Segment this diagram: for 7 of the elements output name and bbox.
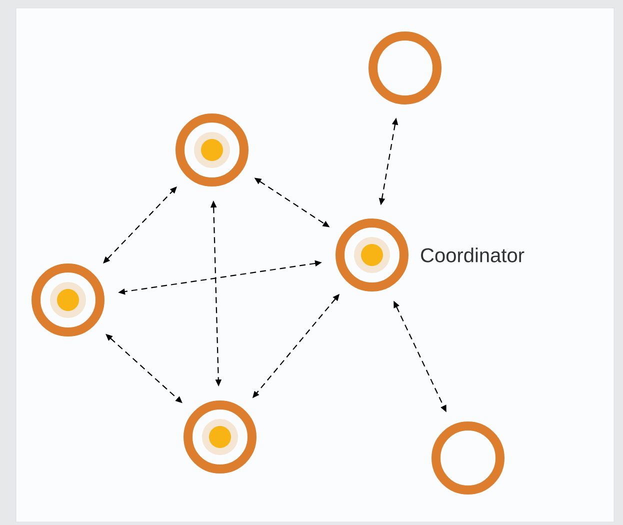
node-circle	[32, 264, 104, 336]
node-circle	[176, 114, 248, 186]
ring-circle	[432, 422, 504, 494]
ring-circle	[368, 32, 442, 104]
node-circle	[336, 218, 408, 292]
node-label: Coordinator	[421, 248, 524, 262]
node-circle	[184, 400, 256, 474]
